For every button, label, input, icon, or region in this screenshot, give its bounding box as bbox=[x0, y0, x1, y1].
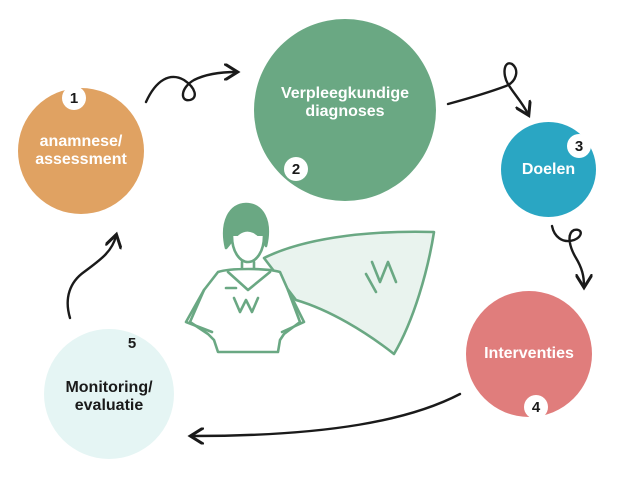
curved-arrow-icon bbox=[192, 392, 462, 436]
step-label: Interventies bbox=[484, 345, 574, 363]
step-doelen: Doelen 3 bbox=[501, 122, 596, 217]
step-number-badge: 5 bbox=[127, 334, 137, 352]
step-monitoring-evaluatie: Monitoring/ evaluatie 5 bbox=[44, 329, 174, 459]
step-label: Verpleegkundige diagnoses bbox=[280, 85, 410, 120]
step-verpleegkundige-diagnoses: Verpleegkundige diagnoses 2 bbox=[254, 19, 436, 201]
curved-arrow-icon bbox=[550, 224, 584, 286]
step-number-badge: 2 bbox=[284, 157, 308, 181]
step-label: Doelen bbox=[521, 160, 576, 178]
step-anamnese-assessment: anamnese/ assessment 1 bbox=[18, 86, 144, 214]
curved-arrow-icon bbox=[66, 236, 116, 320]
step-number-badge: 4 bbox=[524, 395, 548, 419]
nurse-superhero-illustration bbox=[184, 202, 436, 356]
step-number-badge: 1 bbox=[62, 86, 86, 110]
step-label: anamnese/ assessment bbox=[35, 133, 127, 168]
curved-arrow-icon bbox=[144, 72, 236, 104]
step-number-badge: 3 bbox=[567, 134, 591, 158]
step-label: Monitoring/ evaluatie bbox=[65, 379, 153, 414]
step-interventies: Interventies 4 bbox=[466, 291, 592, 419]
curved-arrow-icon bbox=[446, 62, 528, 114]
